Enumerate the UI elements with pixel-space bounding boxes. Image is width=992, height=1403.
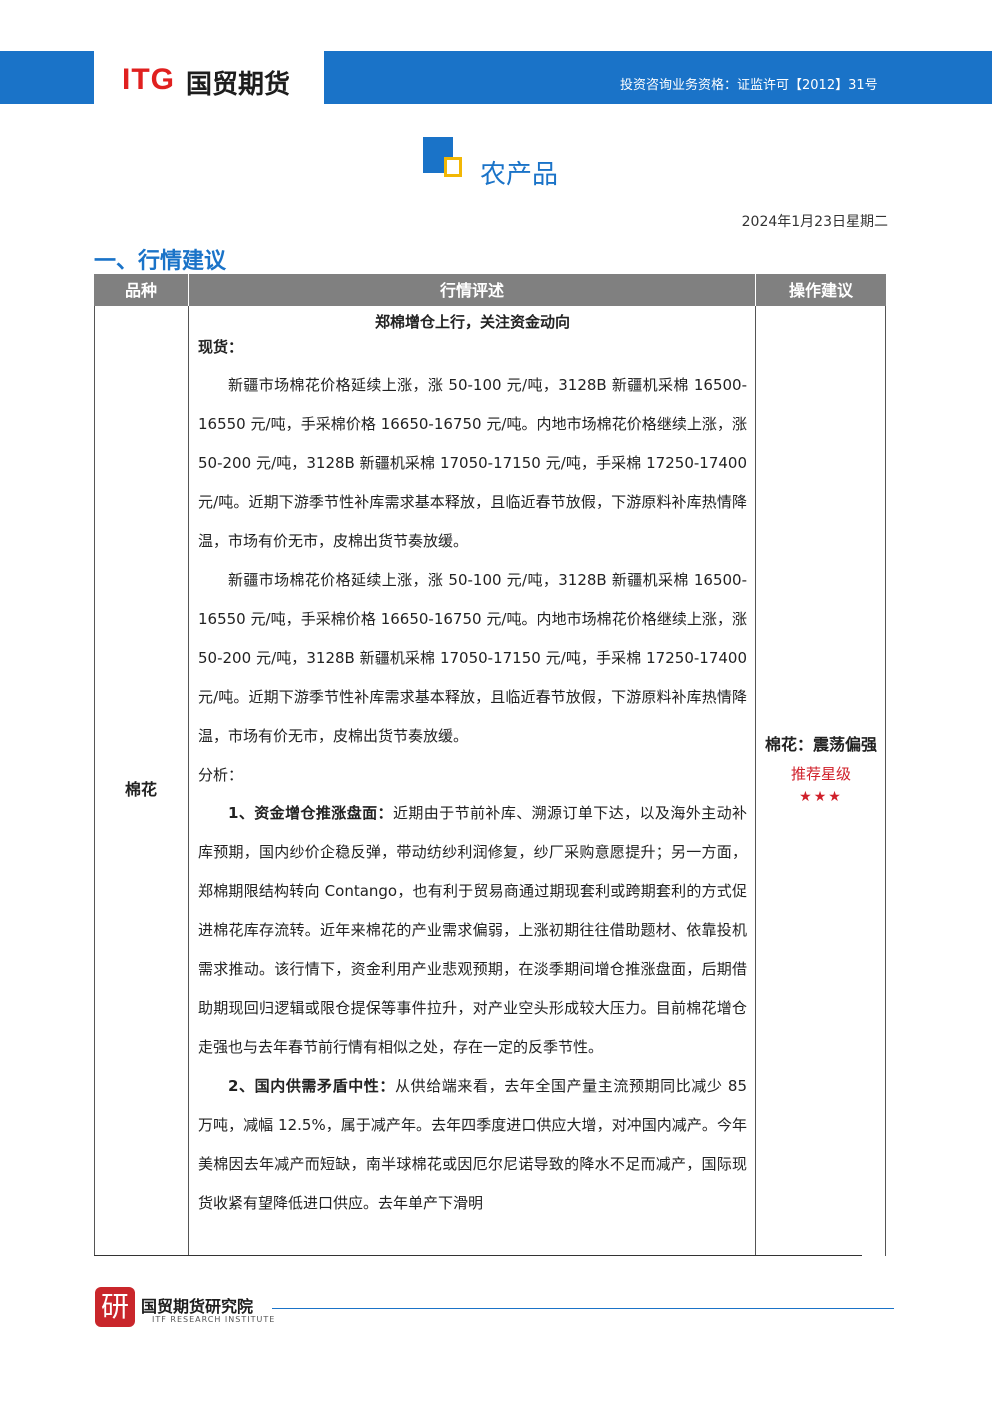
- col-header-advice: 操作建议: [788, 281, 853, 300]
- review-title: 郑棉增仓上行，关注资金动向: [374, 313, 570, 331]
- star-rating: ★★★: [799, 789, 843, 805]
- table-bottom-rule: [94, 1255, 862, 1256]
- header-bar-left: [0, 51, 94, 104]
- analysis-paragraph: 1、资金增仓推涨盘面：近期由于节前补库、溯源订单下达，以及海外主动补库预期，国内…: [198, 794, 747, 1067]
- spot-paragraph: 新疆市场棉花价格延续上涨，涨 50-100 元/吨，3128B 新疆机采棉 16…: [198, 376, 747, 550]
- footer-rule: [272, 1308, 894, 1309]
- heading-market-advice: 一、行情建议: [94, 249, 227, 274]
- footer-institute-english: ITF RESEARCH INSTITUTE: [152, 1315, 276, 1324]
- table-divider-1: [188, 306, 189, 1256]
- col-header-variety: 品种: [124, 281, 157, 300]
- footer-institute-name: 国贸期货研究院: [141, 1297, 254, 1316]
- col-header-review: 行情评述: [439, 281, 504, 300]
- table-border-left: [94, 306, 95, 1256]
- analysis-point-text: 近期由于节前补库、溯源订单下达，以及海外主动补库预期，国内纱价企稳反弹，带动纺纱…: [198, 804, 747, 1056]
- advice-text: 棉花：震荡偏强: [764, 735, 877, 754]
- section-title: 农产品: [480, 160, 559, 190]
- logo-itg: ITG: [122, 63, 175, 96]
- logo-area: [94, 51, 324, 104]
- spot-paragraph: 新疆市场棉花价格延续上涨，涨 50-100 元/吨，3128B 新疆机采棉 16…: [198, 571, 747, 745]
- report-date: 2024年1月23日星期二: [741, 214, 888, 230]
- logo-company-name: 国贸期货: [186, 70, 291, 100]
- advice-cell: 棉花：震荡偏强 推荐星级 ★★★: [756, 730, 886, 806]
- analysis-label: 分析：: [198, 766, 244, 784]
- table-divider-2: [755, 306, 756, 1256]
- recommend-rank-label: 推荐星级: [790, 765, 851, 783]
- analysis-point-head: 1、资金增仓推涨盘面：: [228, 804, 393, 822]
- license-text: 投资咨询业务资格：证监许可【2012】31号: [620, 78, 878, 93]
- category-cell: 棉花: [124, 780, 157, 799]
- research-seal-icon: 研: [95, 1287, 135, 1327]
- header-bar-right: [324, 51, 992, 104]
- table-header: 品种 行情评述 操作建议: [94, 274, 886, 306]
- analysis-paragraph: 2、国内供需矛盾中性：从供给端来看，去年全国产量主流预期同比减少 85 万吨，减…: [198, 1067, 747, 1223]
- section-square-icon: [423, 137, 462, 182]
- review-cell: 郑棉增仓上行，关注资金动向 现货： 新疆市场棉花价格延续上涨，涨 50-100 …: [198, 310, 747, 1223]
- spot-label: 现货：: [198, 338, 244, 356]
- analysis-point-head: 2、国内供需矛盾中性：: [228, 1077, 396, 1095]
- table-border-right: [885, 306, 886, 1256]
- analysis-point-text: 从供给端来看，去年全国产量主流预期同比减少 85 万吨，减幅 12.5%，属于减…: [198, 1077, 747, 1212]
